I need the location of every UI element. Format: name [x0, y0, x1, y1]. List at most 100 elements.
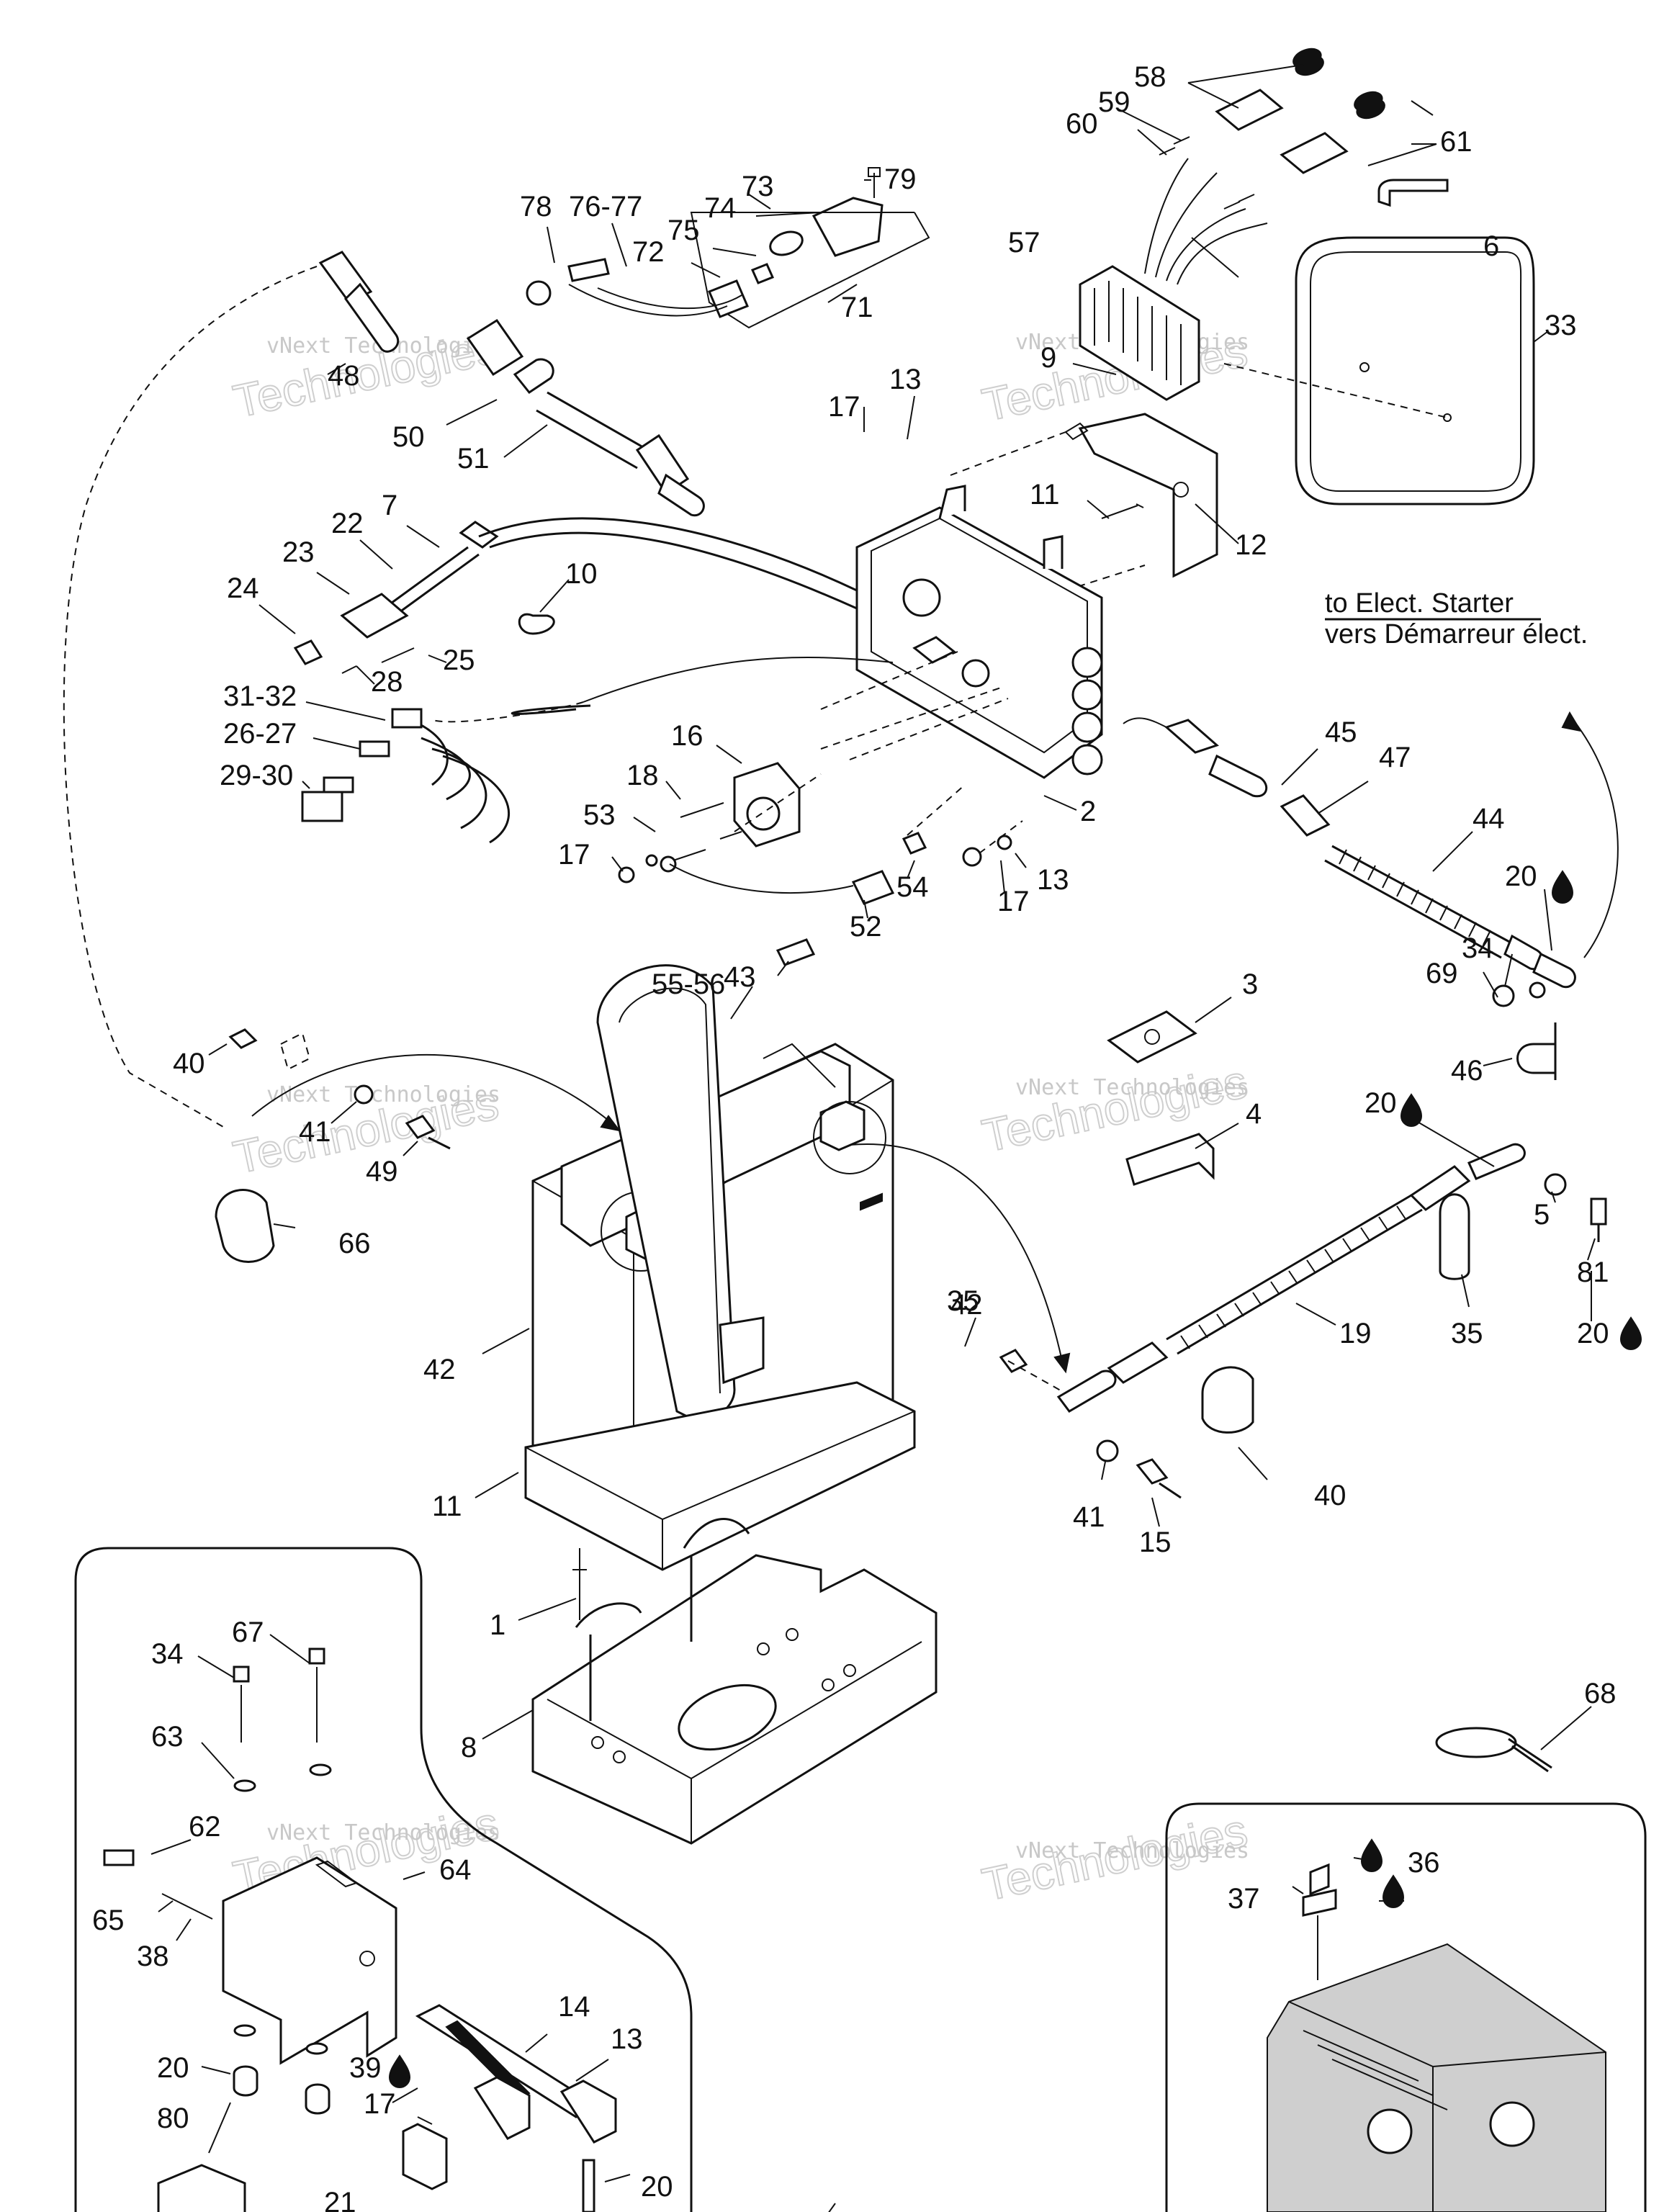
- electrical-box-2: [820, 485, 1103, 779]
- callout: 20: [1364, 1087, 1397, 1119]
- callout: 11: [432, 1491, 462, 1522]
- callout: 26-27: [223, 718, 297, 750]
- note-line-2: vers Démarreur élect.: [1325, 619, 1588, 649]
- callout: 31-32: [223, 680, 297, 712]
- callout: 22: [331, 508, 364, 539]
- callout: 7: [382, 490, 397, 521]
- leader-lines: [150, 64, 1596, 2212]
- callout: 45: [1325, 716, 1357, 748]
- callout: 1: [490, 1609, 505, 1641]
- callout: 37: [1228, 1883, 1260, 1915]
- clip-3-4: [1107, 1010, 1215, 1186]
- callout: 20: [641, 2171, 673, 2203]
- callout: 19: [1339, 1318, 1372, 1349]
- callout: 36: [1408, 1847, 1440, 1879]
- cable-tie-8: [1435, 1727, 1552, 1773]
- cover-33: [1223, 179, 1535, 505]
- callout: 17: [828, 391, 860, 423]
- callout: 16: [671, 720, 703, 752]
- inset-left-parts: [103, 1647, 617, 2212]
- callout: 21: [324, 2187, 356, 2212]
- pad-15: [524, 1381, 916, 1571]
- note-line-1: to Elect. Starter: [1325, 588, 1514, 619]
- callout: 17: [558, 839, 590, 871]
- callout: 46: [1451, 1055, 1483, 1087]
- terminal-hardware-left: [215, 1028, 1071, 1374]
- drop-icons: [388, 870, 1642, 2088]
- callout: 41: [299, 1116, 331, 1148]
- callout: 49: [366, 1156, 398, 1187]
- callout: 43: [724, 961, 756, 993]
- inset-engine: [1267, 1863, 1606, 2212]
- callout: 51: [457, 443, 490, 475]
- callout: 24: [227, 572, 259, 604]
- callout: 52: [850, 911, 882, 943]
- drop-icon: [1619, 1316, 1642, 1350]
- callout: 75: [667, 215, 700, 246]
- drop-icon: [1551, 870, 1574, 904]
- callout: 57: [1008, 227, 1040, 258]
- callout: 40: [173, 1048, 205, 1079]
- callout: 34: [1462, 932, 1494, 964]
- callout: 29-30: [220, 760, 293, 791]
- callout: 60: [1066, 108, 1098, 140]
- callout: 41: [1073, 1501, 1105, 1533]
- callout: 54: [896, 871, 929, 903]
- callout: 74: [704, 192, 737, 224]
- drop-icon: [1382, 1874, 1405, 1908]
- drop-icon: [1360, 1838, 1383, 1872]
- callout: 39: [349, 2052, 382, 2084]
- callout: 2: [1080, 796, 1096, 827]
- callout: 5: [1534, 1199, 1550, 1231]
- callout: 14: [558, 1991, 590, 2023]
- callout: 64: [439, 1854, 472, 1886]
- callout: 38: [137, 1941, 169, 1972]
- callout: 20: [157, 2052, 189, 2084]
- callout: 76-77: [569, 191, 642, 222]
- callout: 15: [1139, 1527, 1172, 1558]
- battery-tray-1: [531, 1518, 938, 1845]
- callout: 42: [950, 1289, 983, 1321]
- callout: 65: [92, 1905, 125, 1936]
- callout: 17: [997, 886, 1030, 917]
- callout: 20: [1577, 1318, 1609, 1349]
- callout-labels: 58 59 60 61 6 57 33 9 78 76-77 73 79 74 …: [92, 61, 1617, 2212]
- callout: 8: [461, 1732, 477, 1763]
- callout: 69: [1426, 958, 1458, 989]
- inset-frame-right: [1165, 1802, 1647, 2212]
- watermark-text: vNext Technologies: [1015, 1838, 1249, 1863]
- callout: 13: [611, 2023, 643, 2055]
- callout: 13: [889, 364, 922, 395]
- callout: 11: [1030, 479, 1060, 511]
- callout: 62: [189, 1811, 221, 1843]
- callout: 59: [1098, 86, 1130, 118]
- callout: 28: [371, 666, 403, 698]
- callout: 50: [392, 421, 425, 453]
- callout: 40: [1314, 1480, 1346, 1511]
- callout: 67: [232, 1617, 264, 1648]
- callout: 10: [565, 558, 598, 590]
- callout: 20: [1505, 860, 1537, 892]
- connector-kit-71: [526, 167, 930, 329]
- negative-cable-19: [999, 1143, 1607, 1499]
- callout: 4: [1246, 1098, 1262, 1130]
- voltage-regulator-57: [1079, 48, 1385, 401]
- battery-cable-48: [63, 251, 705, 1128]
- callout: 79: [884, 163, 917, 195]
- callout: 72: [632, 236, 665, 268]
- callout: 44: [1473, 803, 1505, 835]
- drop-icon: [1400, 1093, 1423, 1127]
- callout: 23: [282, 536, 315, 568]
- callout: 81: [1577, 1256, 1609, 1288]
- watermark-text: vNext Technologies: [1015, 1075, 1249, 1100]
- callout: 25: [443, 644, 475, 676]
- callout: 3: [1242, 968, 1258, 1000]
- callout: 34: [151, 1638, 184, 1670]
- callout: 12: [1235, 529, 1267, 561]
- callout: 35: [1451, 1318, 1483, 1349]
- callout: 61: [1440, 126, 1473, 158]
- callout: 71: [841, 292, 873, 323]
- callout: 53: [583, 799, 616, 831]
- callout: 55-56: [652, 968, 725, 1000]
- callout: 17: [364, 2088, 396, 2120]
